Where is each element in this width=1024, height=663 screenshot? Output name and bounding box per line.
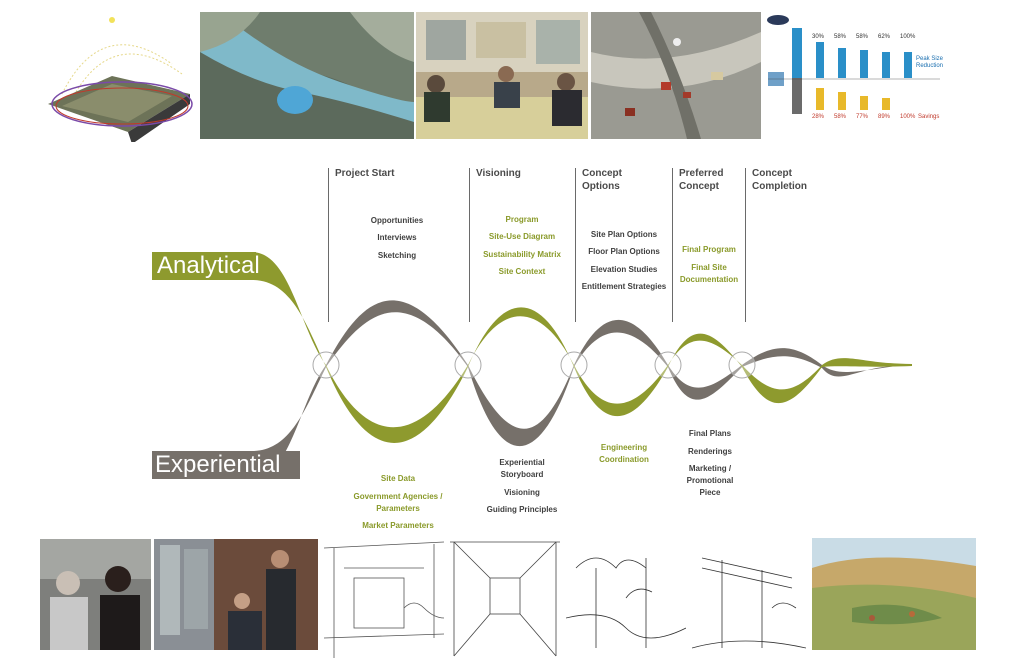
aerial-site-photo: [591, 12, 761, 139]
sketch-trellis: [692, 538, 806, 658]
list-item: Storyboard: [500, 470, 544, 479]
savings-chart-graphic: 30% 58% 58% 62% 100% Peak Size Reduction…: [764, 12, 944, 139]
aerial-site-graphic: [591, 12, 761, 139]
circle-node-icon: [654, 351, 682, 379]
pct-top-1: 30%: [812, 34, 825, 40]
terrain-sun-path-graphic: [42, 14, 194, 142]
list-item: Renderings: [687, 447, 732, 456]
list-item: Entitlement Strategies: [581, 282, 667, 291]
list-item: Interviews: [377, 233, 417, 242]
pct-bottom-4: 89%: [878, 114, 891, 120]
terrain-sun-path-image: [42, 14, 194, 142]
community-members-graphic: [40, 539, 151, 650]
pct-top-3: 58%: [856, 34, 869, 40]
reduction-label: Reduction: [916, 63, 943, 69]
list-item: Site-Use Diagram: [488, 232, 556, 241]
workshop-review-graphic: [154, 539, 318, 650]
phase-divider: [672, 168, 673, 322]
pct-top-2: 58%: [834, 34, 847, 40]
workshop-review-photo: [154, 539, 318, 650]
list-item: Guiding Principles: [486, 505, 558, 514]
list-item: Opportunities: [370, 216, 424, 225]
sketch-landscape-1: [566, 538, 686, 662]
sketch-landscape-1-graphic: [566, 538, 686, 662]
circle-node-icon: [312, 351, 340, 379]
list-item: Sustainability Matrix: [483, 250, 561, 259]
list-item: Documentation: [679, 275, 739, 284]
phase-divider: [575, 168, 576, 322]
phase-title-line: Concept: [752, 168, 792, 179]
pct-top-4: 62%: [878, 34, 891, 40]
phase-title-line: Options: [582, 181, 620, 192]
list-item: Site Plan Options: [590, 230, 658, 239]
woven-ribbon-graphic: [152, 252, 912, 479]
list-item: Program: [505, 215, 539, 224]
list-item: Government Agencies /: [353, 492, 443, 501]
pct-bottom-5: 100%: [900, 114, 916, 120]
list-item: Engineering: [600, 443, 648, 452]
community-members-photo: [40, 539, 151, 650]
peak-size-label: Peak Size: [916, 56, 944, 62]
list-item: Final Site: [691, 263, 727, 272]
list-item: Coordination: [599, 455, 649, 464]
valley-rendering: [812, 538, 976, 650]
circle-node-icon: [454, 351, 482, 379]
phase-title-visioning: Visioning: [476, 168, 521, 179]
list-item: Floor Plan Options: [588, 247, 660, 256]
sketch-interior-2: [450, 538, 560, 660]
sketch-interior-1: [324, 538, 444, 662]
phase-title-line: Completion: [752, 181, 807, 192]
phase-title-concept-completion: Concept Completion: [752, 167, 807, 193]
process-diagram: Analytical Experiential Project Start Vi…: [0, 150, 1024, 540]
circle-node-icon: [560, 351, 588, 379]
savings-label: Savings: [918, 114, 939, 120]
list-item: Visioning: [504, 488, 540, 497]
meeting-room-photo: [416, 12, 588, 139]
list-item: Site Context: [498, 267, 546, 276]
experiential-label: Experiential: [155, 451, 281, 478]
list-item: Final Program: [682, 245, 736, 254]
sketch-interior-2-graphic: [450, 538, 560, 660]
list-item: Final Plans: [688, 429, 732, 438]
phase-title-concept-options: Concept Options: [582, 167, 622, 193]
list-item: Site Data: [380, 474, 416, 483]
list-item: Promotional: [686, 476, 734, 485]
list-item: Parameters: [376, 504, 420, 513]
sketch-trellis-graphic: [692, 538, 806, 658]
phase-title-line: Preferred: [679, 168, 724, 179]
phase-divider: [328, 168, 329, 322]
list-item: Sketching: [377, 251, 417, 260]
phase-title-line: Concept: [582, 168, 622, 179]
phase-divider: [745, 168, 746, 322]
pct-bottom-2: 58%: [834, 114, 847, 120]
pct-bottom-3: 77%: [856, 114, 869, 120]
list-item: Piece: [699, 488, 721, 497]
analytical-band: [152, 252, 256, 280]
flood-map-graphic: [200, 12, 414, 139]
list-item: Marketing /: [688, 464, 732, 473]
valley-rendering-graphic: [812, 538, 976, 650]
phase-divider: [469, 168, 470, 322]
phase-title-project-start: Project Start: [335, 168, 395, 179]
sketch-interior-1-graphic: [324, 538, 444, 662]
pct-top-5: 100%: [900, 34, 916, 40]
phase-title-preferred-concept: Preferred Concept: [679, 167, 723, 193]
phase-title-line: Concept: [679, 181, 719, 192]
meeting-room-graphic: [416, 12, 588, 139]
savings-chart-thumbnail: 30% 58% 58% 62% 100% Peak Size Reduction…: [764, 12, 944, 139]
list-item: Elevation Studies: [590, 265, 658, 274]
list-item: Market Parameters: [362, 521, 434, 530]
circle-node-icon: [728, 351, 756, 379]
pct-bottom-1: 28%: [812, 114, 825, 120]
analytical-label: Analytical: [157, 252, 260, 279]
flood-map-image: [200, 12, 414, 139]
list-item: Experiential: [499, 458, 545, 467]
